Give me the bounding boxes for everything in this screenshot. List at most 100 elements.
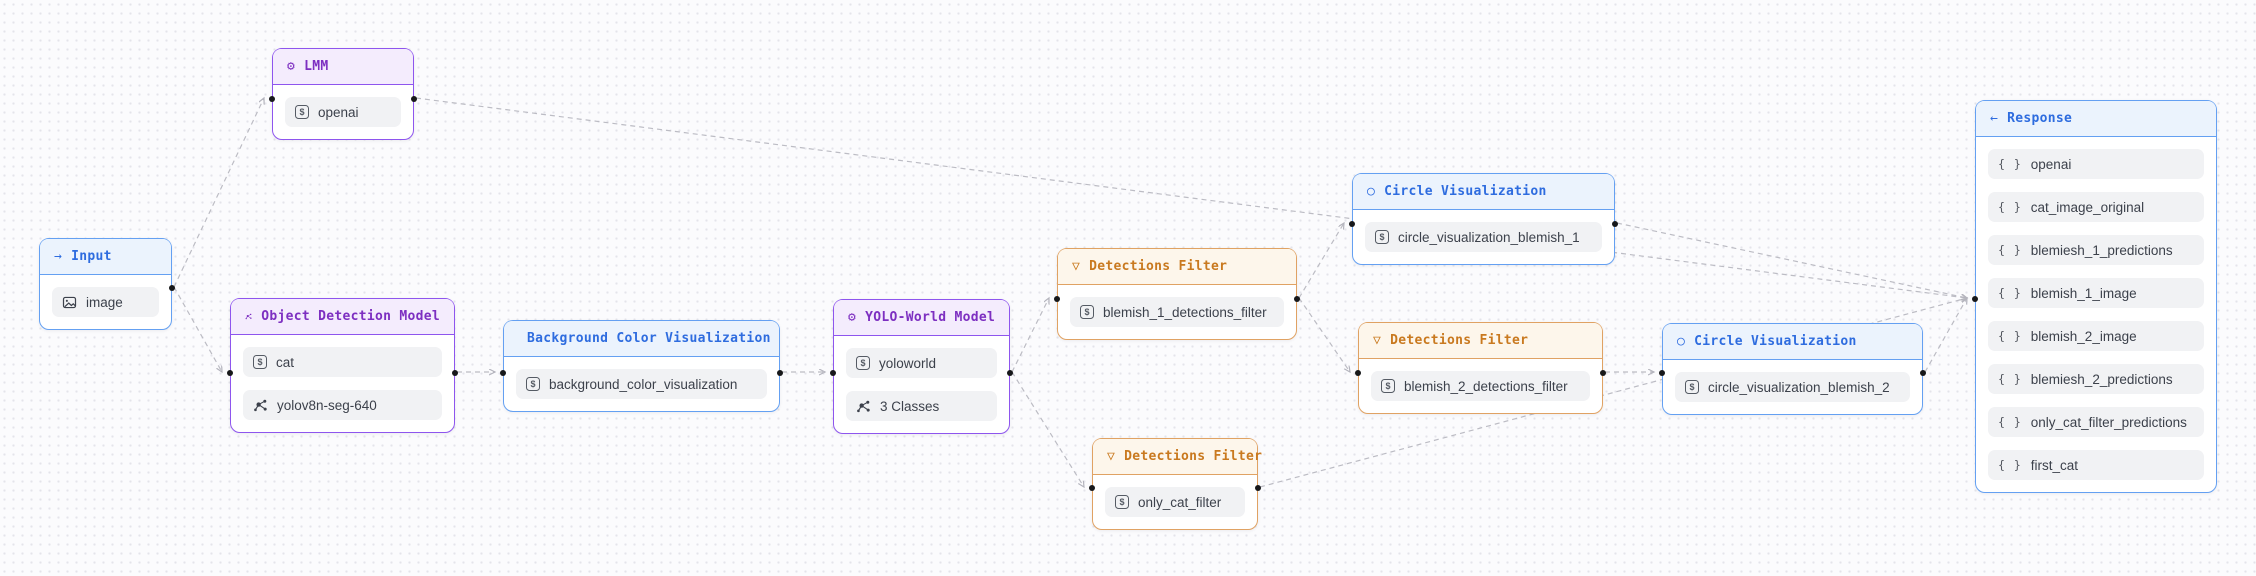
network-icon bbox=[245, 313, 252, 320]
node-body: $blemish_2_detections_filter bbox=[1359, 359, 1602, 413]
node-item[interactable]: { } openai bbox=[1988, 149, 2204, 179]
node-item[interactable]: $yoloworld bbox=[846, 348, 997, 378]
node-header[interactable]: →Input bbox=[40, 239, 171, 275]
node-item[interactable]: { }first_cat bbox=[1988, 450, 2204, 480]
node-item[interactable]: { }only_cat_filter_predictions bbox=[1988, 407, 2204, 437]
output-port[interactable] bbox=[1612, 221, 1618, 227]
node-title: Circle Visualization bbox=[1384, 184, 1547, 199]
node-item-label: openai bbox=[318, 104, 359, 120]
edge-detections-filter-1-to-detections-filter-2 bbox=[1298, 297, 1350, 372]
node-detections-filter-1[interactable]: ▽ Detections Filter $blemish_1_detections_… bbox=[1054, 248, 1300, 340]
arrow-left-icon: ← bbox=[1990, 111, 1999, 126]
node-header[interactable]: ▽Detections Filter bbox=[1093, 439, 1262, 475]
input-port[interactable] bbox=[1972, 296, 1978, 302]
output-port[interactable] bbox=[169, 285, 175, 291]
node-header[interactable]: ⚙YOLO-World Model bbox=[834, 300, 1009, 336]
input-port[interactable] bbox=[830, 370, 836, 376]
node-item-label: openai bbox=[2030, 156, 2072, 172]
string-icon: $ bbox=[1115, 495, 1129, 509]
braces-icon: { } bbox=[1998, 329, 2022, 343]
output-port[interactable] bbox=[1600, 370, 1606, 376]
node-yolo-world-model[interactable]: ⚙YOLO-World Model $yoloworld 3 Classes bbox=[830, 299, 1013, 434]
input-port[interactable] bbox=[500, 370, 506, 376]
node-item[interactable]: $cat bbox=[243, 347, 442, 377]
edge-circle-visualization-2-to-response bbox=[1924, 298, 1967, 373]
node-item-label: blemiesh_2_predictions bbox=[2030, 371, 2173, 387]
node-item[interactable]: { }blemiesh_2_predictions bbox=[1988, 364, 2204, 394]
output-port[interactable] bbox=[1007, 370, 1013, 376]
node-item[interactable]: { }blemish_2_image bbox=[1988, 321, 2204, 351]
string-icon: $ bbox=[253, 355, 267, 369]
node-item[interactable]: $only_cat_filter bbox=[1105, 487, 1245, 517]
funnel-icon: ▽ bbox=[1072, 259, 1081, 274]
output-port[interactable] bbox=[411, 96, 417, 102]
braces-icon: { } bbox=[1998, 157, 2022, 171]
node-body: { }openai{ }cat_image_original{ }blemies… bbox=[1976, 137, 2216, 492]
node-title: Background Color Visualization bbox=[527, 331, 771, 346]
string-icon: $ bbox=[1685, 380, 1699, 394]
node-item-label: first_cat bbox=[2030, 457, 2079, 473]
node-item[interactable]: 3 Classes bbox=[846, 391, 997, 421]
input-port[interactable] bbox=[1659, 370, 1665, 376]
node-item[interactable]: $circle_visualization_blemish_2 bbox=[1675, 372, 1910, 402]
node-header[interactable]: Background Color Visualization bbox=[504, 321, 779, 357]
node-item[interactable]: $circle_visualization_blemish_1 bbox=[1365, 222, 1602, 252]
node-lmm[interactable]: ⚙LMM $openai bbox=[269, 48, 417, 140]
funnel-icon: ▽ bbox=[1373, 333, 1382, 348]
node-item-label: cat_image_original bbox=[2030, 199, 2145, 215]
input-port[interactable] bbox=[1089, 485, 1095, 491]
node-body: $ background_color_visualization bbox=[504, 357, 779, 411]
input-port[interactable] bbox=[227, 370, 233, 376]
node-circle-visualization-1[interactable]: ○Circle Visualization $circle_visualizati… bbox=[1349, 173, 1618, 265]
string-icon: $ bbox=[1381, 379, 1395, 393]
node-title: Detections Filter bbox=[1089, 259, 1228, 274]
node-item-label: blemiesh_1_predictions bbox=[2030, 242, 2173, 258]
string-icon: $ bbox=[526, 377, 540, 391]
node-title: Response bbox=[2007, 111, 2073, 126]
output-port[interactable] bbox=[777, 370, 783, 376]
node-title: YOLO-World Model bbox=[865, 310, 996, 325]
arrow-right-icon: → bbox=[54, 249, 63, 264]
node-header[interactable]: Object Detection Model bbox=[231, 299, 454, 335]
node-header[interactable]: ○Circle Visualization bbox=[1353, 174, 1614, 210]
node-header[interactable]: ⚙LMM bbox=[273, 49, 413, 85]
funnel-icon: ▽ bbox=[1107, 449, 1116, 464]
node-item[interactable]: $ background_color_visualization bbox=[516, 369, 767, 399]
node-background-color-visualization[interactable]: Background Color Visualization $ backgroun… bbox=[500, 320, 783, 412]
input-port[interactable] bbox=[269, 96, 275, 102]
input-port[interactable] bbox=[1349, 221, 1355, 227]
braces-icon: { } bbox=[1998, 243, 2022, 257]
output-port[interactable] bbox=[1920, 370, 1926, 376]
node-item[interactable]: $blemish_2_detections_filter bbox=[1371, 371, 1590, 401]
node-detections-filter-3[interactable]: ▽Detections Filter $only_cat_filter bbox=[1089, 438, 1262, 530]
node-item[interactable]: { }cat_image_original bbox=[1988, 192, 2204, 222]
node-body: $circle_visualization_blemish_1 bbox=[1353, 210, 1614, 264]
node-item[interactable]: $openai bbox=[285, 97, 401, 127]
node-header[interactable]: ← Response bbox=[1976, 101, 2216, 137]
node-header[interactable]: ○Circle Visualization bbox=[1663, 324, 1922, 360]
input-port[interactable] bbox=[1054, 296, 1060, 302]
output-port[interactable] bbox=[1294, 296, 1300, 302]
input-port[interactable] bbox=[1355, 370, 1361, 376]
node-response[interactable]: ←Response{ }openai{ }cat_image_original{… bbox=[1972, 100, 2217, 493]
node-item[interactable]: yolov8n-seg-640 bbox=[243, 390, 442, 420]
node-item[interactable]: { } blemiesh_1_predictions bbox=[1988, 235, 2204, 265]
node-circle-visualization-2[interactable]: ○Circle Visualization $circle_visualizati… bbox=[1659, 323, 1926, 415]
braces-icon: { } bbox=[1998, 286, 2022, 300]
node-item-label: only_cat_filter_predictions bbox=[2030, 414, 2187, 430]
node-body: $circle_visualization_blemish_2 bbox=[1663, 360, 1922, 414]
node-header[interactable]: ▽Detections Filter bbox=[1359, 323, 1602, 359]
node-item[interactable]: image bbox=[52, 287, 159, 317]
node-item-label: yoloworld bbox=[879, 355, 937, 371]
output-port[interactable] bbox=[1255, 485, 1261, 491]
node-detections-filter-2[interactable]: ▽Detections Filter $blemish_2_detections_… bbox=[1355, 322, 1606, 414]
node-item[interactable]: { }blemish_1_image bbox=[1988, 278, 2204, 308]
node-item-label: background_color_visualization bbox=[549, 376, 738, 392]
node-object-detection-model[interactable]: Object Detection Model $cat yolov8n-seg-64… bbox=[227, 298, 458, 433]
output-port[interactable] bbox=[452, 370, 458, 376]
node-input[interactable]: →Input image bbox=[39, 238, 175, 330]
node-header[interactable]: ▽ Detections Filter bbox=[1058, 249, 1296, 285]
circle-icon: ○ bbox=[1677, 334, 1686, 349]
node-item[interactable]: $blemish_1_detections_filter bbox=[1070, 297, 1284, 327]
